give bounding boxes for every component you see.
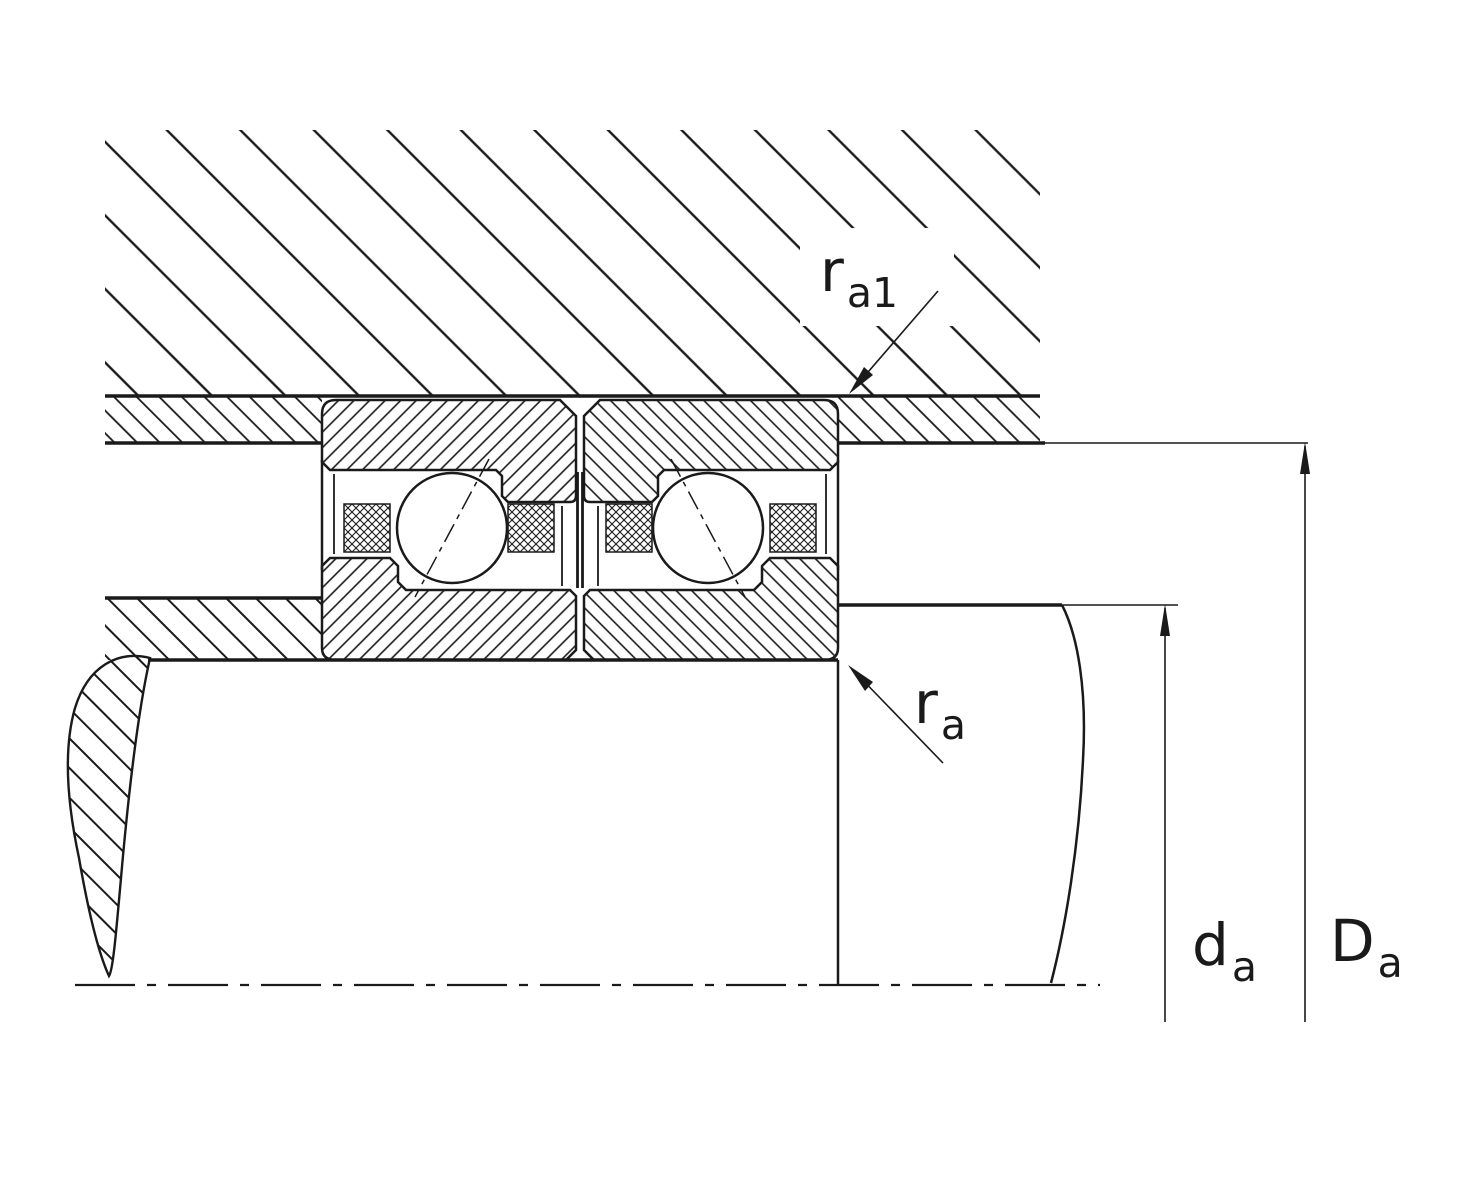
label-Da: D a xyxy=(1330,912,1403,984)
label-ra-sub: a xyxy=(940,701,966,749)
inner-ring-left xyxy=(320,556,578,662)
shaft-shoulder-left-hatch xyxy=(105,598,322,660)
inner-ring-right xyxy=(582,556,840,662)
outer-ring-left xyxy=(320,398,578,504)
dimensioning xyxy=(848,290,1310,1022)
cage-block xyxy=(605,503,653,553)
arrowhead-da xyxy=(1160,604,1170,636)
shaft-section xyxy=(66,596,1100,987)
label-Da-base: D xyxy=(1330,907,1375,975)
housing-shoulder-left xyxy=(105,396,322,443)
arrowhead-ra xyxy=(848,665,873,691)
label-mask xyxy=(800,228,954,326)
contact-line-right xyxy=(670,458,746,598)
housing-shoulder-right xyxy=(838,396,1040,443)
label-ra: r a xyxy=(914,674,966,746)
label-Da-sub: a xyxy=(1377,939,1403,987)
shaft-breakout-section xyxy=(66,654,152,979)
label-da-sub: a xyxy=(1231,943,1257,991)
cage-block xyxy=(343,503,391,553)
leader-line-ra1 xyxy=(855,290,939,387)
label-ra1: r a1 xyxy=(820,242,898,314)
label-ra-base: r xyxy=(914,669,938,737)
outer-ring-right xyxy=(582,398,840,504)
contact-line-left xyxy=(414,458,490,598)
arrowhead-Da xyxy=(1300,442,1310,474)
label-ra1-base: r xyxy=(820,237,844,305)
cage-block xyxy=(507,503,555,553)
bearing-assembly xyxy=(320,398,840,662)
label-da-base: d xyxy=(1192,911,1229,979)
arrowhead-ra1 xyxy=(849,367,873,394)
housing-section xyxy=(105,130,1045,445)
shaft-shoulder-right-contour xyxy=(1049,604,1086,984)
cage-block xyxy=(769,503,817,553)
label-ra1-sub: a1 xyxy=(846,269,899,317)
label-da: d a xyxy=(1192,916,1257,988)
